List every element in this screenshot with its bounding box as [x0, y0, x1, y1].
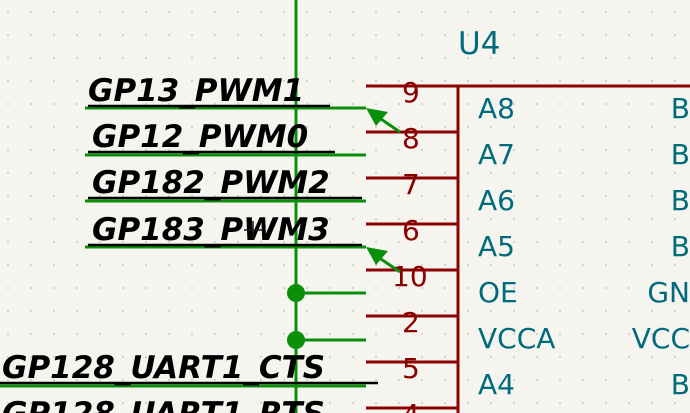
net-label-gp13-pwm1[interactable]: GP13_PWM1	[88, 73, 304, 109]
pin-name-right[interactable]: GN	[647, 276, 690, 309]
junction-dot[interactable]	[287, 331, 305, 349]
pin-number[interactable]: 10	[392, 260, 428, 293]
pin-number[interactable]: 4	[402, 398, 420, 413]
net-label-gp182-pwm2[interactable]: GP182_PWM2	[92, 165, 330, 201]
component-body[interactable]	[456, 84, 690, 413]
pin-number[interactable]: 5	[402, 352, 420, 385]
net-labels: GP13_PWM1 GP12_PWM0 GP182_PWM2 GP183_PWM…	[0, 73, 378, 413]
pin-name-right[interactable]: VCC	[632, 322, 690, 355]
pin-number[interactable]: 8	[402, 122, 420, 155]
pin-name-left[interactable]: A4	[478, 368, 515, 401]
pin-number[interactable]: 9	[402, 76, 420, 109]
crosshair-cursor-icon	[244, 221, 262, 239]
grid-dots	[7, 11, 676, 404]
pin-name-right[interactable]: B	[671, 230, 690, 263]
arrow-marker-icon	[366, 247, 401, 274]
component-u4[interactable]: U4	[456, 26, 690, 413]
pin-name-left[interactable]: A8	[478, 92, 515, 125]
pin-name-left[interactable]: A7	[478, 138, 515, 171]
pin-name-right[interactable]: B	[671, 184, 690, 217]
pin-arrow-markers	[366, 108, 401, 274]
pin-group: 9A8B8A7B7A6B6A5B10OEGN2VCCAVCC5A4B4	[366, 76, 690, 413]
net-label-gp12-pwm0[interactable]: GP12_PWM0	[92, 119, 308, 155]
net-label-gp128-uart1-cts[interactable]: GP128_UART1_CTS	[2, 350, 325, 386]
pin-name-left[interactable]: A5	[478, 230, 515, 263]
net-label-gp183-pwm3[interactable]: GP183_PWM3	[92, 212, 330, 248]
pin-name-left[interactable]: VCCA	[478, 322, 555, 355]
pin-number[interactable]: 2	[402, 306, 420, 339]
pin-name-right[interactable]: B	[671, 138, 690, 171]
pin-number[interactable]: 6	[402, 214, 420, 247]
junction-dot[interactable]	[287, 284, 305, 302]
pin-name-right[interactable]: B	[671, 368, 690, 401]
arrow-marker-icon	[366, 108, 401, 134]
component-reference[interactable]: U4	[458, 26, 500, 62]
net-label-gp128-uart1-rts[interactable]: GP128_UART1_RTS	[2, 396, 325, 413]
pin-name-right[interactable]: B	[671, 92, 690, 125]
pin-name-left[interactable]: OE	[478, 276, 518, 309]
pin-name-left[interactable]: A6	[478, 184, 515, 217]
pin-number[interactable]: 7	[402, 168, 420, 201]
